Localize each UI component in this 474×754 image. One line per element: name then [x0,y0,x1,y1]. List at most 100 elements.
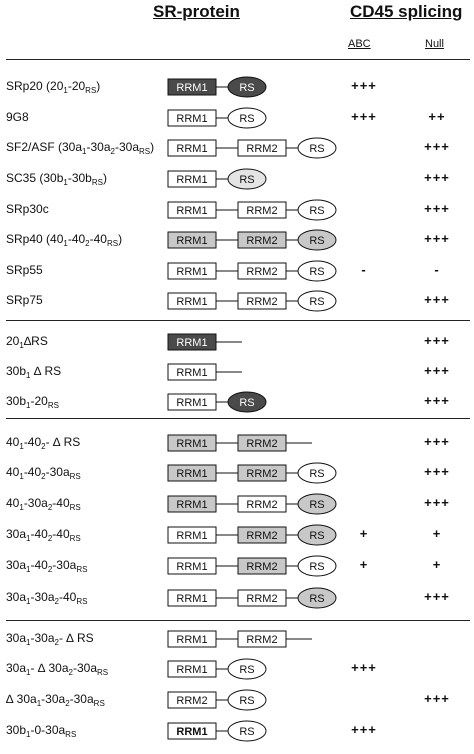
rs-domain-ellipse [297,137,337,159]
abc-splicing-value: +++ [351,722,377,737]
abc-splicing-value: +++ [351,660,377,675]
rs-domain-label: RS [309,296,324,308]
construct-label: 30a1-30a2-40RS [6,590,88,606]
rrm-domain-label: RRM1 [176,296,207,308]
rrm-domain-label: RRM1 [176,235,207,247]
rs-domain-ellipse [297,290,337,312]
rs-domain-ellipse [297,587,337,609]
rs-domain-label: RS [309,235,324,247]
rrm-domain-label: RRM1 [176,82,207,94]
construct-diagram: RRM1 RS [167,107,267,129]
rs-domain-ellipse [297,199,337,221]
construct-label: 30a1-402-30aRS [6,558,88,574]
construct-label: SRp75 [6,293,43,307]
construct-label: SC35 (30b1-30bRS) [6,171,107,187]
sr-protein-header: SR-protein [153,2,240,21]
construct-label: 30b1-20RS [6,394,59,410]
rs-domain-label: RS [309,561,324,573]
construct-label: 401-402- ∆ RS [6,435,81,451]
null-splicing-value: +++ [424,434,450,449]
rs-domain-label: RS [309,530,324,542]
null-splicing-value: +++ [424,589,450,604]
rs-domain-ellipse [227,107,267,129]
cd45-splicing-header: CD45 splicing [350,2,463,21]
null-splicing-value: +++ [424,170,450,185]
rrm-domain-label: RRM1 [176,113,207,125]
null-splicing-value: +++ [424,201,450,216]
null-splicing-value: +++ [424,333,450,348]
construct-diagram: RRM1 [167,333,242,351]
divider-top [6,59,470,60]
rs-domain-label: RS [239,174,254,186]
construct-label: 30a1-402-40RS [6,527,81,543]
rrm-domain-label: RRM1 [176,468,207,480]
null-column-header: Null [425,38,444,50]
construct-label: 401-402-30aRS [6,465,81,481]
rs-domain-ellipse [227,720,267,742]
abc-column-header: ABC [348,38,371,50]
divider-group-3 [6,620,470,621]
rs-domain-label: RS [309,143,324,155]
rrm-domain-label: RRM1 [176,205,207,217]
rrm-domain-label: RRM1 [176,593,207,605]
rrm-domain-label: RRM1 [176,438,207,450]
construct-label: 9G8 [6,110,29,124]
rrm-domain-label: RRM2 [246,296,277,308]
null-splicing-value: +++ [424,363,450,378]
null-splicing-value: + [432,526,442,541]
construct-label: SRp20 (201-20RS) [6,79,101,95]
rrm-domain-label: RRM1 [176,266,207,278]
construct-label: 201∆RS [6,334,48,350]
rs-domain-ellipse [227,391,267,413]
rs-domain-ellipse [297,462,337,484]
construct-label: ∆ 30a1-30a2-30aRS [6,692,105,708]
null-splicing-value: +++ [424,393,450,408]
construct-label: SRp30c [6,202,49,216]
rrm-domain-label: RRM2 [246,205,277,217]
rs-domain-label: RS [239,113,254,125]
abc-splicing-value: +++ [351,78,377,93]
rs-domain-ellipse [227,76,267,98]
rrm-domain-label: RRM2 [246,561,277,573]
construct-diagram: RRM1 [167,363,242,381]
rrm-domain-label: RRM2 [246,530,277,542]
construct-label: SF2/ASF (30a1-30a2-30aRS) [6,140,155,156]
null-splicing-value: ++ [428,109,446,124]
null-splicing-value: +++ [424,139,450,154]
rrm-domain-label: RRM1 [176,530,207,542]
construct-label: 30b1 ∆ RS [6,364,62,380]
rrm-domain-label: RRM1 [176,664,207,676]
rs-domain-label: RS [309,499,324,511]
rs-domain-label: RS [309,593,324,605]
rrm-domain-label: RRM1 [176,367,207,379]
rrm-domain-label: RRM1 [176,561,207,573]
rrm-domain-label: RRM2 [246,143,277,155]
divider-group-2 [6,418,470,419]
rrm-domain-label: RRM2 [246,468,277,480]
construct-diagram: RRM1 RRM2 RS [167,524,337,546]
abc-splicing-value: + [359,557,369,572]
rs-domain-ellipse [297,555,337,577]
rs-domain-label: RS [239,695,254,707]
construct-label: SRp40 (401-402-40RS) [6,232,123,248]
rs-domain-label: RS [309,205,324,217]
null-splicing-value: +++ [424,495,450,510]
null-splicing-value: - [434,262,440,277]
abc-splicing-value: - [361,262,367,277]
rs-domain-ellipse [227,689,267,711]
rs-domain-label: RS [309,468,324,480]
rrm-domain-label: RRM2 [246,634,277,646]
construct-diagram: RRM1 RRM2 RS [167,290,337,312]
rrm-domain-label: RRM2 [246,499,277,511]
